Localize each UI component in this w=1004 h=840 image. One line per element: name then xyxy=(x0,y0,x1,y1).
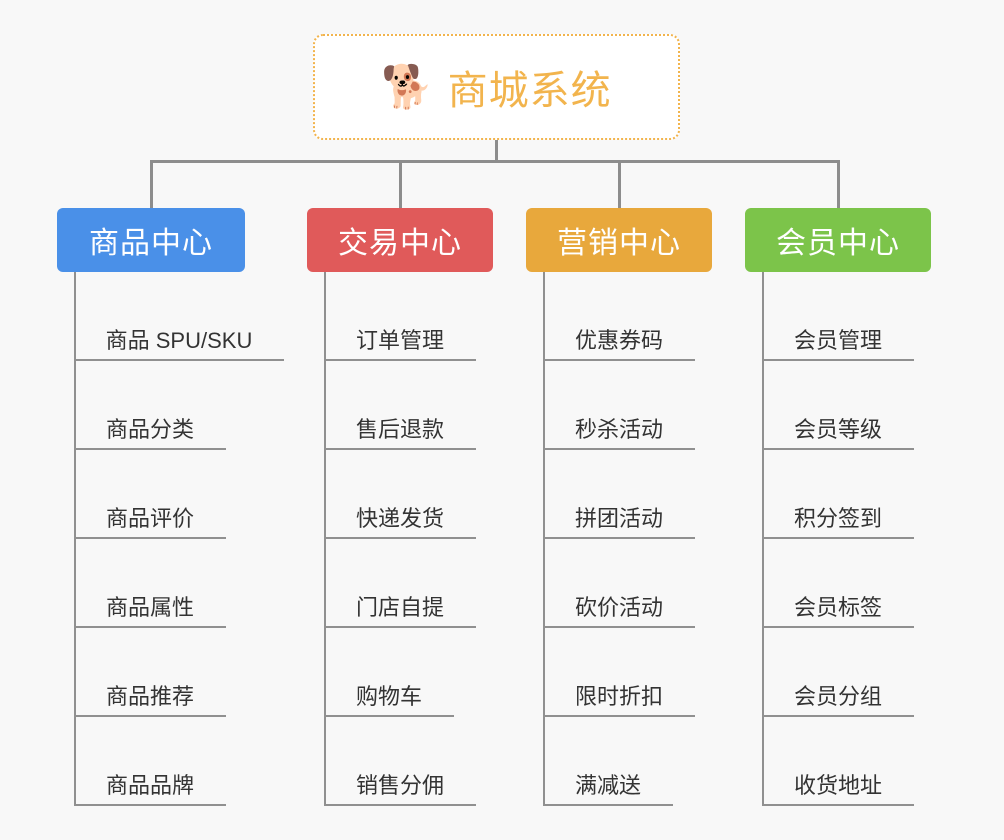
leaf-label: 秒杀活动 xyxy=(574,417,663,442)
leaf-label: 商品 SPU/SKU xyxy=(105,328,253,353)
leaf-item[interactable]: 快递发货 xyxy=(324,450,476,539)
leaf-underline xyxy=(543,537,695,539)
leaf-underline xyxy=(324,448,476,450)
leaf-label: 限时折扣 xyxy=(574,684,663,709)
leaf-underline xyxy=(762,448,914,450)
connector-drop-4 xyxy=(836,160,840,208)
leaf-item[interactable]: 订单管理 xyxy=(324,272,476,361)
leaf-label: 门店自提 xyxy=(355,595,444,620)
leaf-label: 快递发货 xyxy=(355,506,444,531)
leaf-label: 商品分类 xyxy=(105,417,194,442)
leaf-label: 满减送 xyxy=(574,773,641,798)
leaf-item[interactable]: 会员等级 xyxy=(762,361,914,450)
category-label: 交易中心 xyxy=(338,227,462,260)
leaf-label: 会员分组 xyxy=(793,684,882,709)
leaf-item[interactable]: 优惠券码 xyxy=(543,272,695,361)
leaf-label: 砍价活动 xyxy=(574,595,663,620)
leaf-trunk-line xyxy=(324,272,326,806)
category-box-4[interactable]: 会员中心 xyxy=(745,208,931,272)
leaf-item[interactable]: 商品分类 xyxy=(74,361,226,450)
leaf-item[interactable]: 门店自提 xyxy=(324,539,476,628)
leaf-item[interactable]: 商品评价 xyxy=(74,450,226,539)
connector-root-stem xyxy=(495,140,498,162)
leaf-underline xyxy=(543,626,695,628)
category-box-2[interactable]: 交易中心 xyxy=(307,208,493,272)
leaf-item[interactable]: 商品属性 xyxy=(74,539,226,628)
leaf-underline xyxy=(762,359,914,361)
leaf-item[interactable]: 砍价活动 xyxy=(543,539,695,628)
leaf-underline xyxy=(324,715,454,717)
leaf-trunk-line xyxy=(762,272,764,806)
leaf-label: 会员标签 xyxy=(793,595,882,620)
category-label: 会员中心 xyxy=(776,227,900,260)
connector-drop-3 xyxy=(617,160,621,208)
category-box-3[interactable]: 营销中心 xyxy=(526,208,712,272)
shiba-dog-icon: 🐕 xyxy=(381,63,434,110)
leaf-label: 订单管理 xyxy=(355,328,444,353)
leaf-underline xyxy=(74,359,284,361)
leaf-item[interactable]: 售后退款 xyxy=(324,361,476,450)
leaf-label: 商品品牌 xyxy=(105,773,194,798)
leaf-label: 会员等级 xyxy=(793,417,882,442)
leaf-trunk-line xyxy=(543,272,545,806)
connector-drop-2 xyxy=(398,160,402,208)
leaf-label: 销售分佣 xyxy=(355,773,444,798)
leaf-underline xyxy=(74,715,226,717)
leaf-label: 商品属性 xyxy=(105,595,194,620)
leaf-label: 售后退款 xyxy=(355,417,444,442)
leaf-underline xyxy=(324,537,476,539)
leaf-label: 拼团活动 xyxy=(574,506,663,531)
leaf-label: 收货地址 xyxy=(793,773,882,798)
leaf-item[interactable]: 会员标签 xyxy=(762,539,914,628)
leaf-item[interactable]: 商品推荐 xyxy=(74,628,226,717)
leaf-label: 商品推荐 xyxy=(105,684,194,709)
leaf-item[interactable]: 满减送 xyxy=(543,717,673,806)
leaf-label: 积分签到 xyxy=(793,506,882,531)
leaf-underline xyxy=(74,448,226,450)
leaf-underline xyxy=(543,359,695,361)
leaf-label: 购物车 xyxy=(355,684,422,709)
category-label: 营销中心 xyxy=(557,227,681,260)
leaf-item[interactable]: 秒杀活动 xyxy=(543,361,695,450)
leaf-label: 会员管理 xyxy=(793,328,882,353)
leaf-underline xyxy=(74,626,226,628)
leaf-underline xyxy=(762,537,914,539)
leaf-label: 商品评价 xyxy=(105,506,194,531)
leaf-underline xyxy=(324,626,476,628)
connector-drop-1 xyxy=(149,160,153,208)
leaf-underline xyxy=(543,715,695,717)
leaf-underline xyxy=(543,448,695,450)
leaf-underline xyxy=(762,715,914,717)
leaf-underline xyxy=(324,359,476,361)
leaf-underline xyxy=(762,804,914,806)
leaf-item[interactable]: 限时折扣 xyxy=(543,628,695,717)
root-title: 商城系统 xyxy=(447,69,612,113)
leaf-item[interactable]: 商品 SPU/SKU xyxy=(74,272,284,361)
leaf-item[interactable]: 积分签到 xyxy=(762,450,914,539)
leaf-underline xyxy=(74,537,226,539)
leaf-underline xyxy=(74,804,226,806)
leaf-underline xyxy=(324,804,476,806)
leaf-item[interactable]: 购物车 xyxy=(324,628,454,717)
root-node[interactable]: 🐕 商城系统 xyxy=(313,34,680,140)
leaf-trunk-line xyxy=(74,272,76,806)
category-box-1[interactable]: 商品中心 xyxy=(57,208,245,272)
leaf-item[interactable]: 销售分佣 xyxy=(324,717,476,806)
leaf-item[interactable]: 会员分组 xyxy=(762,628,914,717)
category-label: 商品中心 xyxy=(89,227,213,260)
leaf-item[interactable]: 商品品牌 xyxy=(74,717,226,806)
leaf-item[interactable]: 拼团活动 xyxy=(543,450,695,539)
connector-horizontal-bus xyxy=(150,160,838,163)
leaf-item[interactable]: 收货地址 xyxy=(762,717,914,806)
leaf-underline xyxy=(762,626,914,628)
leaf-label: 优惠券码 xyxy=(574,328,663,353)
leaf-item[interactable]: 会员管理 xyxy=(762,272,914,361)
leaf-underline xyxy=(543,804,673,806)
